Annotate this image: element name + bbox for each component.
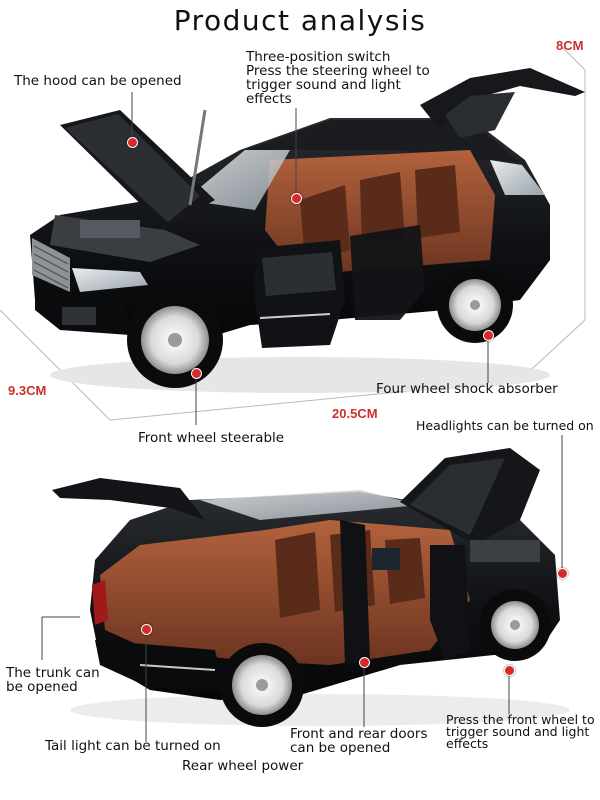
switch-marker bbox=[291, 193, 302, 204]
switch-label-line1: Three-position switch bbox=[246, 49, 391, 65]
width-dimension: 9.3CM bbox=[8, 383, 47, 398]
switch-label-line4: effects bbox=[246, 91, 292, 107]
press-wheel-label-line1: Press the front wheel to bbox=[446, 712, 595, 727]
press-wheel-label-line3: effects bbox=[446, 736, 489, 751]
length-dimension: 20.5CM bbox=[332, 406, 378, 421]
switch-label-line3: trigger sound and light bbox=[246, 77, 401, 93]
doors-marker bbox=[359, 657, 370, 668]
headlights-label: Headlights can be turned on bbox=[416, 418, 594, 433]
rear-wheel-label: Rear wheel power bbox=[182, 758, 304, 774]
doors-label-line2: can be opened bbox=[290, 740, 391, 756]
trunk-label-line2: be opened bbox=[6, 679, 78, 695]
page-title: Product analysis bbox=[173, 4, 427, 37]
doors-label-line1: Front and rear doors bbox=[290, 726, 428, 742]
bottom-car bbox=[52, 448, 570, 727]
hood-marker bbox=[127, 137, 138, 148]
shock-marker bbox=[483, 330, 494, 341]
front-wheel-label: Front wheel steerable bbox=[138, 430, 285, 446]
front-wheel-marker bbox=[191, 368, 202, 379]
tail-light-label: Tail light can be turned on bbox=[45, 738, 221, 754]
height-dimension: 8CM bbox=[556, 38, 584, 53]
headlight-marker bbox=[557, 568, 568, 579]
tail-light-marker bbox=[141, 624, 152, 635]
hood-label: The hood can be opened bbox=[14, 73, 182, 89]
shock-label: Four wheel shock absorber bbox=[376, 381, 558, 397]
trunk-label-line1: The trunk can bbox=[6, 665, 100, 681]
press-wheel-label-line2: trigger sound and light bbox=[446, 724, 590, 739]
callout-lines bbox=[41, 92, 563, 742]
switch-label-line2: Press the steering wheel to bbox=[246, 63, 430, 79]
press-wheel-marker bbox=[504, 665, 515, 676]
top-car bbox=[30, 68, 585, 393]
